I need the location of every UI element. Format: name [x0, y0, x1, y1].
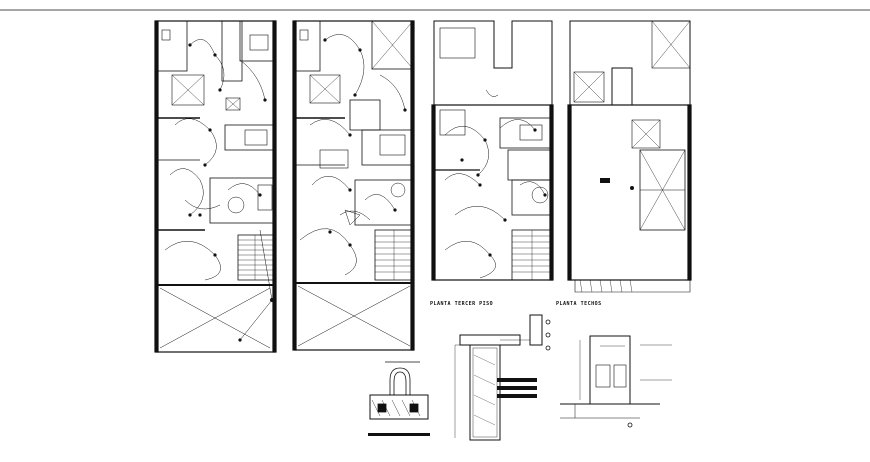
- caption-roof: PLANTA TECHOS: [556, 301, 602, 307]
- section-detail-left: [368, 361, 430, 436]
- floor-plan-1: [154, 20, 277, 353]
- floor-plan-2: [292, 20, 415, 351]
- caption-third-floor: PLANTA TERCER PISO: [430, 301, 494, 307]
- floor-plan-3: [431, 20, 554, 281]
- meter-box-detail: [560, 335, 672, 428]
- roof-plan: [567, 20, 692, 293]
- column-section-detail: [454, 314, 551, 441]
